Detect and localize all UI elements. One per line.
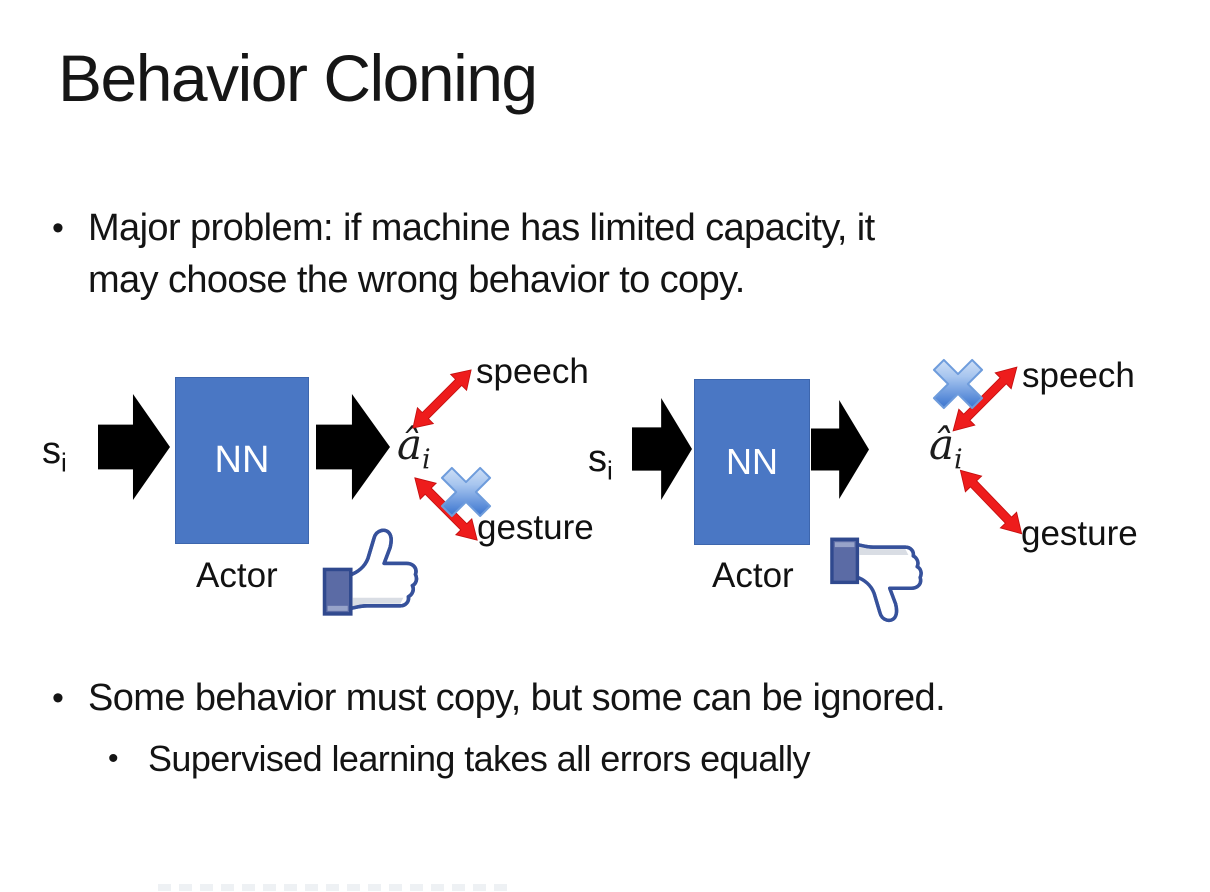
left-input-label: si xyxy=(42,430,67,479)
left-output-arrow-icon xyxy=(316,394,390,500)
thumbs-up-icon xyxy=(320,527,422,623)
left-input-arrow-icon xyxy=(98,394,170,500)
bullet-marker: • xyxy=(52,209,64,247)
cropped-text-artifact xyxy=(158,884,510,891)
right-cross-icon xyxy=(928,354,988,414)
left-input-base: s xyxy=(42,430,61,472)
right-input-sub: i xyxy=(607,455,613,486)
thumbs-down-icon xyxy=(828,527,926,627)
right-gesture-label: gesture xyxy=(1021,514,1138,553)
bullet-text: Major problem: if machine has limited ca… xyxy=(88,202,875,306)
left-output-label: âi xyxy=(397,420,431,475)
left-speech-label: speech xyxy=(476,352,589,391)
bullet-major-problem: • Major problem: if machine has limited … xyxy=(52,202,1132,306)
right-nn-label: NN xyxy=(726,441,778,482)
right-input-base: s xyxy=(588,438,607,480)
page-title: Behavior Cloning xyxy=(58,41,538,115)
right-gesture-arrow-icon xyxy=(950,461,1031,544)
bullet-some-behavior: • Some behavior must copy, but some can … xyxy=(52,672,1172,724)
bullet-marker: • xyxy=(52,679,64,717)
bullet-text: Supervised learning takes all errors equ… xyxy=(148,738,811,779)
right-input-arrow-icon xyxy=(632,398,692,500)
left-output-sub: i xyxy=(422,444,431,476)
bullet-text: Some behavior must copy, but some can be… xyxy=(88,677,946,719)
right-output-sub: i xyxy=(954,444,963,476)
right-output-label: âi xyxy=(929,420,963,475)
left-gesture-label: gesture xyxy=(477,508,594,547)
right-input-label: si xyxy=(588,438,613,487)
bullet-marker: • xyxy=(108,742,119,775)
bullet-supervised: • Supervised learning takes all errors e… xyxy=(108,734,1168,784)
right-output-arrow-icon xyxy=(811,400,869,499)
right-actor-label: Actor xyxy=(712,556,794,595)
bullet-line-2: may choose the wrong behavior to copy. xyxy=(88,259,745,301)
right-nn-box: NN xyxy=(694,379,810,545)
left-input-sub: i xyxy=(61,447,67,478)
left-speech-arrow-icon xyxy=(403,360,481,438)
left-output-base: â xyxy=(397,420,423,469)
bullet-line-1: Major problem: if machine has limited ca… xyxy=(88,207,875,249)
left-nn-box: NN xyxy=(175,377,309,544)
right-speech-label: speech xyxy=(1022,356,1135,395)
right-output-base: â xyxy=(929,420,955,469)
left-actor-label: Actor xyxy=(196,556,278,595)
left-nn-label: NN xyxy=(214,439,270,481)
